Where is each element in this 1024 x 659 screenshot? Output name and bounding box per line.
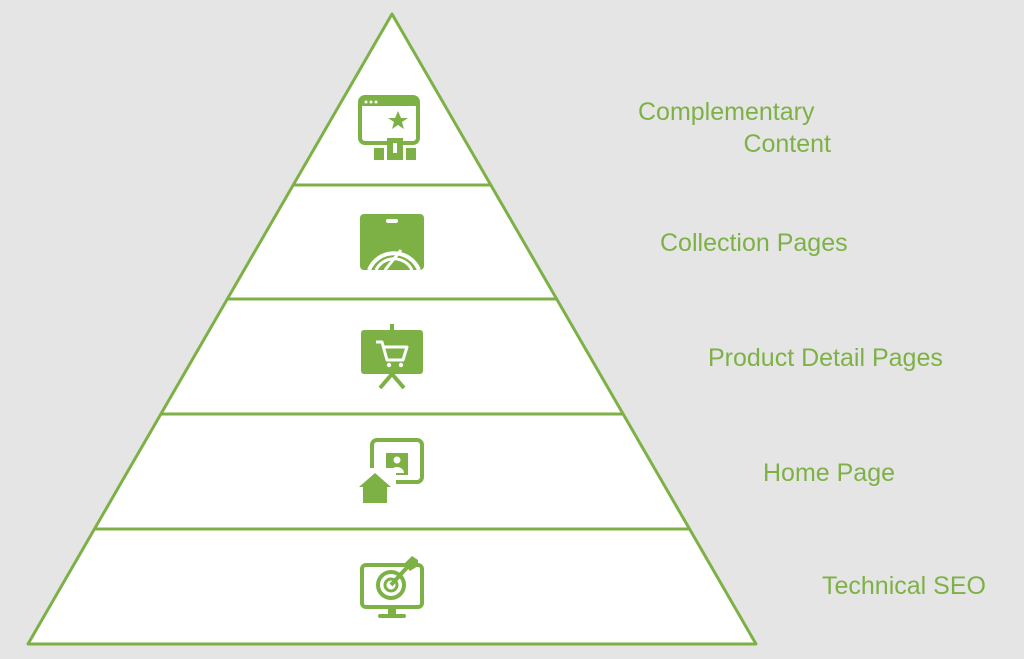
target-monitor-icon bbox=[360, 556, 424, 618]
award-podium-icon bbox=[358, 95, 420, 160]
tier-label-product-detail-pages: Product Detail Pages bbox=[708, 344, 943, 372]
tier-label-complementary-content: Complementary Content bbox=[638, 96, 831, 160]
tier-label-technical-seo: Technical SEO bbox=[822, 572, 986, 600]
tier-label-collection-pages: Collection Pages bbox=[660, 229, 848, 257]
tier-label-line-1: Complementary bbox=[638, 98, 815, 126]
shopping-bag-icon bbox=[360, 214, 424, 271]
home-screen-icon bbox=[354, 438, 424, 508]
tier-label-line-2: Content bbox=[743, 130, 831, 158]
tier-label-home-page: Home Page bbox=[763, 459, 896, 487]
cart-display-icon bbox=[361, 324, 423, 390]
